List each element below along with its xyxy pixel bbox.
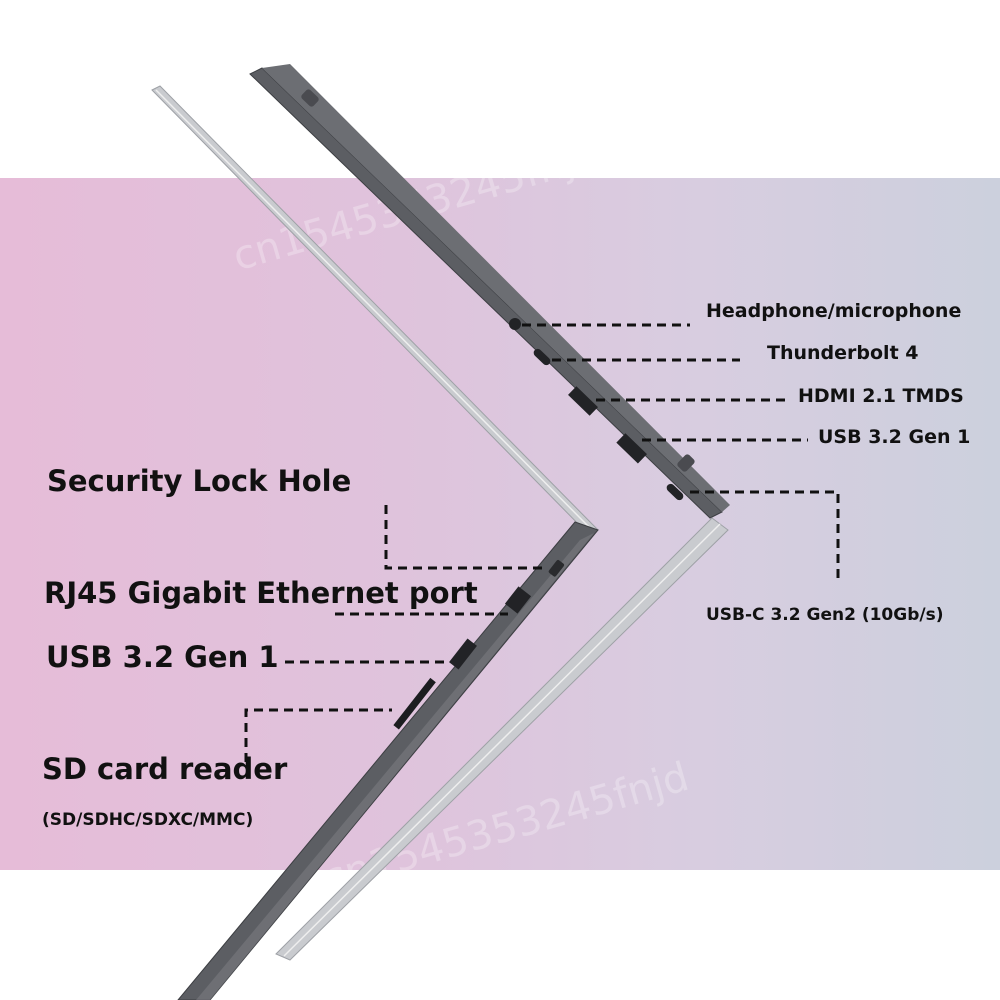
sd-title-label: SD card reader (42, 752, 288, 786)
usb-a-port-left (449, 638, 477, 670)
left-laptop-base (177, 521, 599, 1000)
hdmi-port (568, 386, 598, 416)
usb-a-left-label: USB 3.2 Gen 1 (46, 640, 279, 674)
security-callout (384, 505, 548, 570)
sd-card-slot (393, 677, 436, 730)
right-laptop-screen (249, 67, 723, 519)
callout-lines (244, 323, 840, 762)
security-label: Security Lock Hole (47, 464, 352, 498)
usb-c-port (666, 483, 684, 501)
left-laptop (151, 85, 599, 1000)
usb-a-right-label: USB 3.2 Gen 1 (818, 426, 971, 448)
sd-callout (244, 708, 392, 762)
headphone-label: Headphone/microphone (706, 300, 962, 322)
thunderbolt-label: Thunderbolt 4 (767, 342, 919, 364)
usb-c-label: USB-C 3.2 Gen2 (10Gb/s) (706, 605, 944, 625)
sd-formats-label: (SD/SDHC/SDXC/MMC) (42, 810, 254, 830)
right-laptop (249, 64, 730, 961)
thunderbolt-port (533, 348, 551, 366)
security-lock-port (548, 560, 565, 577)
usb-c-callout (690, 490, 840, 580)
usb-a-port-right (616, 433, 647, 464)
headphone-jack (509, 318, 521, 330)
hdmi-label: HDMI 2.1 TMDS (798, 385, 964, 407)
rj45-label: RJ45 Gigabit Ethernet port (44, 576, 478, 610)
rj45-port (504, 586, 532, 614)
